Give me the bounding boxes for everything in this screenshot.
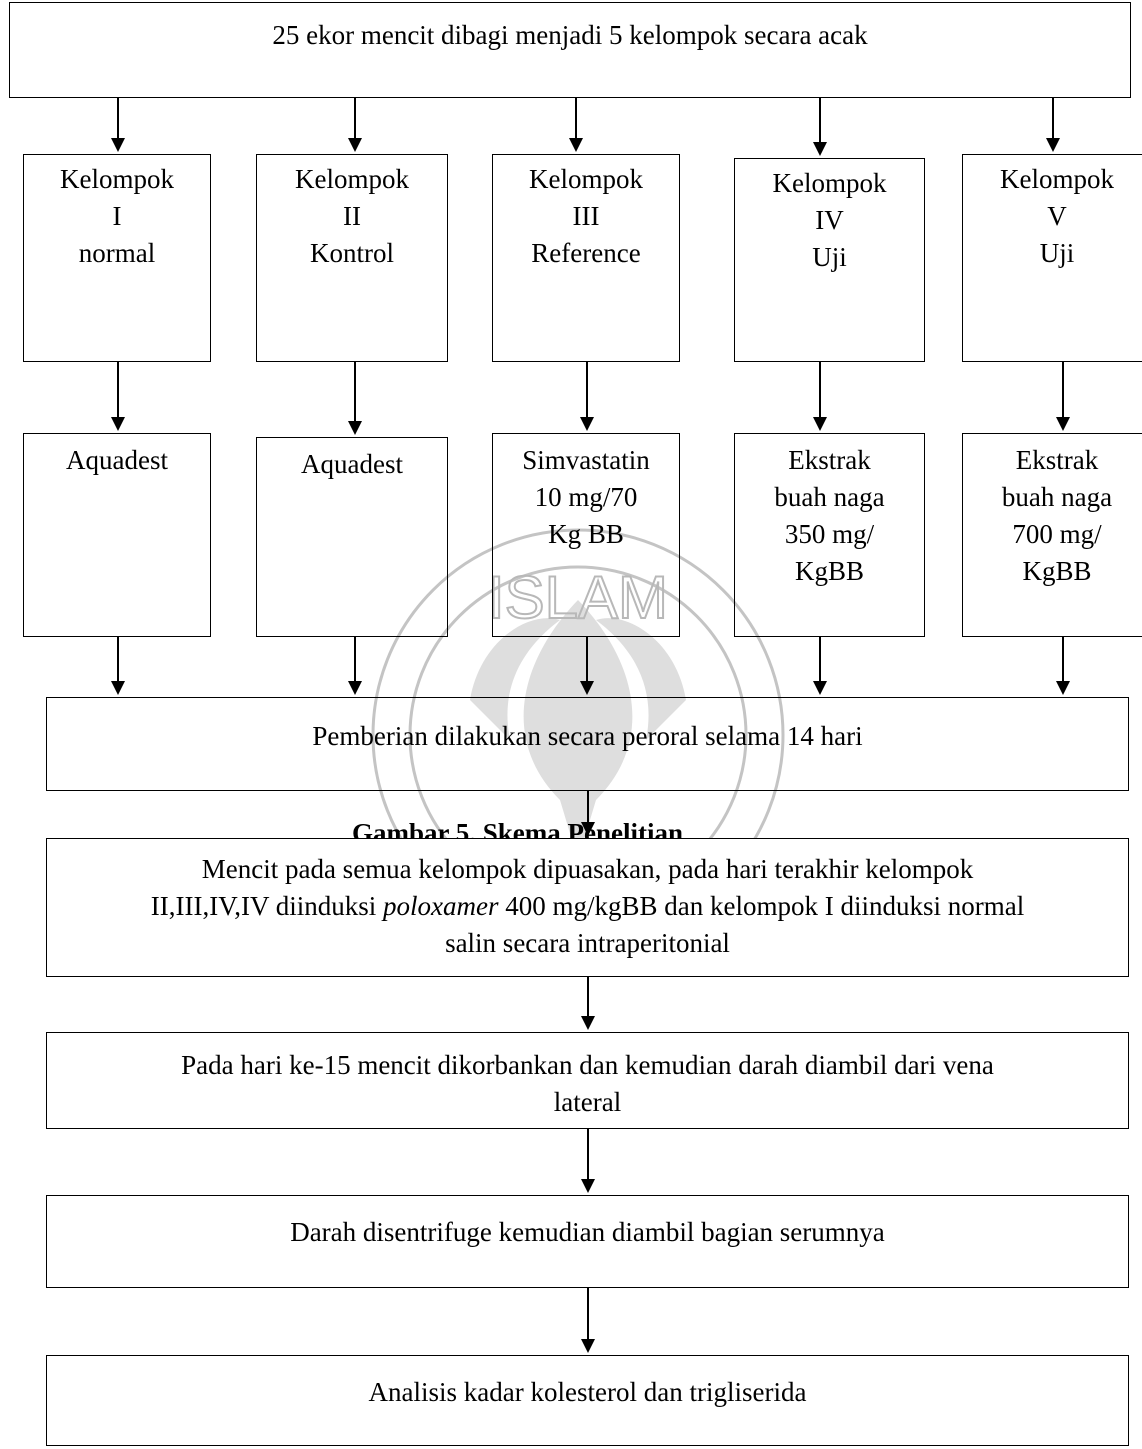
arrow-head bbox=[348, 138, 362, 152]
arrow-head bbox=[1046, 138, 1060, 152]
treatment-line: Ekstrak bbox=[1015, 445, 1099, 475]
fasting-line-2-post: 400 mg/kgBB dan kelompok I diinduksi nor… bbox=[498, 891, 1025, 921]
group-number: II bbox=[343, 201, 361, 231]
treatment-line: KgBB bbox=[794, 556, 865, 586]
arrow-head bbox=[813, 142, 827, 156]
treatment-box-2: Aquadest bbox=[256, 437, 448, 637]
treatment-box-4: Ekstrak buah naga 350 mg/ KgBB bbox=[734, 433, 925, 637]
group-number: IV bbox=[815, 205, 844, 235]
group-role: Uji bbox=[1039, 238, 1075, 268]
arrow-head bbox=[580, 681, 594, 695]
top-box: 25 ekor mencit dibagi menjadi 5 kelompok… bbox=[9, 2, 1131, 98]
flow-arrow bbox=[348, 362, 362, 435]
arrow-head bbox=[348, 421, 362, 435]
analysis-text: Analisis kadar kolesterol dan trigliseri… bbox=[368, 1377, 807, 1407]
sacrifice-line-2: lateral bbox=[553, 1087, 622, 1117]
treatment-box-3: Simvastatin 10 mg/70 Kg BB bbox=[492, 433, 680, 637]
fasting-line-1: Mencit pada semua kelompok dipuasakan, p… bbox=[201, 854, 974, 884]
flow-arrow bbox=[111, 637, 125, 695]
group-role: normal bbox=[78, 238, 156, 268]
sacrifice-box: Pada hari ke-15 mencit dikorbankan dan k… bbox=[46, 1032, 1129, 1129]
flow-arrow bbox=[1056, 637, 1070, 695]
treatment-line: buah naga bbox=[774, 482, 885, 512]
flow-arrow bbox=[348, 98, 362, 152]
flow-arrow bbox=[813, 637, 827, 695]
arrow-head bbox=[581, 1179, 595, 1193]
arrow-head bbox=[580, 417, 594, 431]
flow-arrow bbox=[581, 977, 595, 1030]
analysis-box: Analisis kadar kolesterol dan trigliseri… bbox=[46, 1355, 1129, 1446]
arrow-head bbox=[813, 681, 827, 695]
flow-arrow bbox=[813, 362, 827, 431]
treatment-line: Ekstrak bbox=[788, 445, 871, 475]
flow-arrow bbox=[581, 1288, 595, 1353]
watermark-text: ISLAM bbox=[488, 564, 668, 631]
flow-arrow bbox=[569, 98, 583, 152]
fasting-line-2: II,III,IV,IV diinduksi poloxamer 400 mg/… bbox=[47, 888, 1128, 925]
group-box-1: Kelompok I normal bbox=[23, 154, 211, 362]
flow-arrow bbox=[580, 362, 594, 431]
sacrifice-line-1: Pada hari ke-15 mencit dikorbankan dan k… bbox=[181, 1050, 994, 1080]
arrow-head bbox=[1056, 417, 1070, 431]
flow-arrow bbox=[1056, 362, 1070, 431]
flow-arrow bbox=[111, 98, 125, 152]
treatment-line: buah naga bbox=[1001, 482, 1113, 512]
treatment-line: 10 mg/70 bbox=[534, 482, 638, 512]
arrow-head bbox=[348, 681, 362, 695]
flow-arrow bbox=[581, 791, 595, 836]
group-role: Reference bbox=[531, 238, 641, 268]
group-number: I bbox=[112, 201, 122, 231]
treatment-line: 700 mg/ bbox=[1012, 519, 1102, 549]
group-box-2: Kelompok II Kontrol bbox=[256, 154, 448, 362]
flow-arrow bbox=[111, 362, 125, 431]
arrow-head bbox=[569, 138, 583, 152]
group-label: Kelompok bbox=[295, 164, 409, 194]
group-role: Uji bbox=[812, 242, 847, 272]
treatment-line: Aquadest bbox=[301, 449, 403, 479]
arrow-head bbox=[813, 417, 827, 431]
arrow-head bbox=[111, 417, 125, 431]
group-number: V bbox=[1047, 201, 1067, 231]
flow-arrow bbox=[1046, 98, 1060, 152]
arrow-head bbox=[1056, 681, 1070, 695]
group-box-3: Kelompok III Reference bbox=[492, 154, 680, 362]
administration-box: Pemberian dilakukan secara peroral selam… bbox=[46, 697, 1129, 791]
group-role: Kontrol bbox=[310, 238, 394, 268]
centrifuge-text: Darah disentrifuge kemudian diambil bagi… bbox=[290, 1217, 885, 1247]
group-number: III bbox=[572, 201, 600, 231]
treatment-line: Aquadest bbox=[66, 445, 168, 475]
flow-arrow bbox=[581, 1129, 595, 1193]
group-label: Kelompok bbox=[60, 164, 174, 194]
top-box-text: 25 ekor mencit dibagi menjadi 5 kelompok… bbox=[272, 20, 868, 50]
group-box-5: Kelompok V Uji bbox=[962, 154, 1142, 362]
treatment-box-1: Aquadest bbox=[23, 433, 211, 637]
treatment-line: Simvastatin bbox=[522, 445, 650, 475]
group-label: Kelompok bbox=[529, 164, 643, 194]
administration-text: Pemberian dilakukan secara peroral selam… bbox=[312, 721, 863, 751]
treatment-line: KgBB bbox=[1022, 556, 1092, 586]
arrow-head bbox=[111, 681, 125, 695]
arrow-head bbox=[111, 138, 125, 152]
fasting-line-2-pre: II,III,IV,IV diinduksi bbox=[150, 891, 383, 921]
group-label: Kelompok bbox=[1000, 164, 1114, 194]
group-label: Kelompok bbox=[772, 168, 887, 198]
treatment-box-5: Ekstrak buah naga 700 mg/ KgBB bbox=[962, 433, 1142, 637]
treatment-line: 350 mg/ bbox=[784, 519, 875, 549]
fasting-box: Mencit pada semua kelompok dipuasakan, p… bbox=[46, 838, 1129, 977]
arrow-head bbox=[581, 1339, 595, 1353]
treatment-line: Kg BB bbox=[548, 519, 624, 549]
centrifuge-box: Darah disentrifuge kemudian diambil bagi… bbox=[46, 1195, 1129, 1288]
flow-arrow bbox=[580, 637, 594, 695]
group-box-4: Kelompok IV Uji bbox=[734, 158, 925, 362]
arrow-head bbox=[581, 1016, 595, 1030]
flow-arrow bbox=[813, 98, 827, 156]
fasting-line-3: salin secara intraperitonial bbox=[445, 928, 730, 958]
flow-arrow bbox=[348, 637, 362, 695]
arrow-head bbox=[581, 822, 595, 836]
fasting-line-2-italic: poloxamer bbox=[383, 891, 499, 921]
